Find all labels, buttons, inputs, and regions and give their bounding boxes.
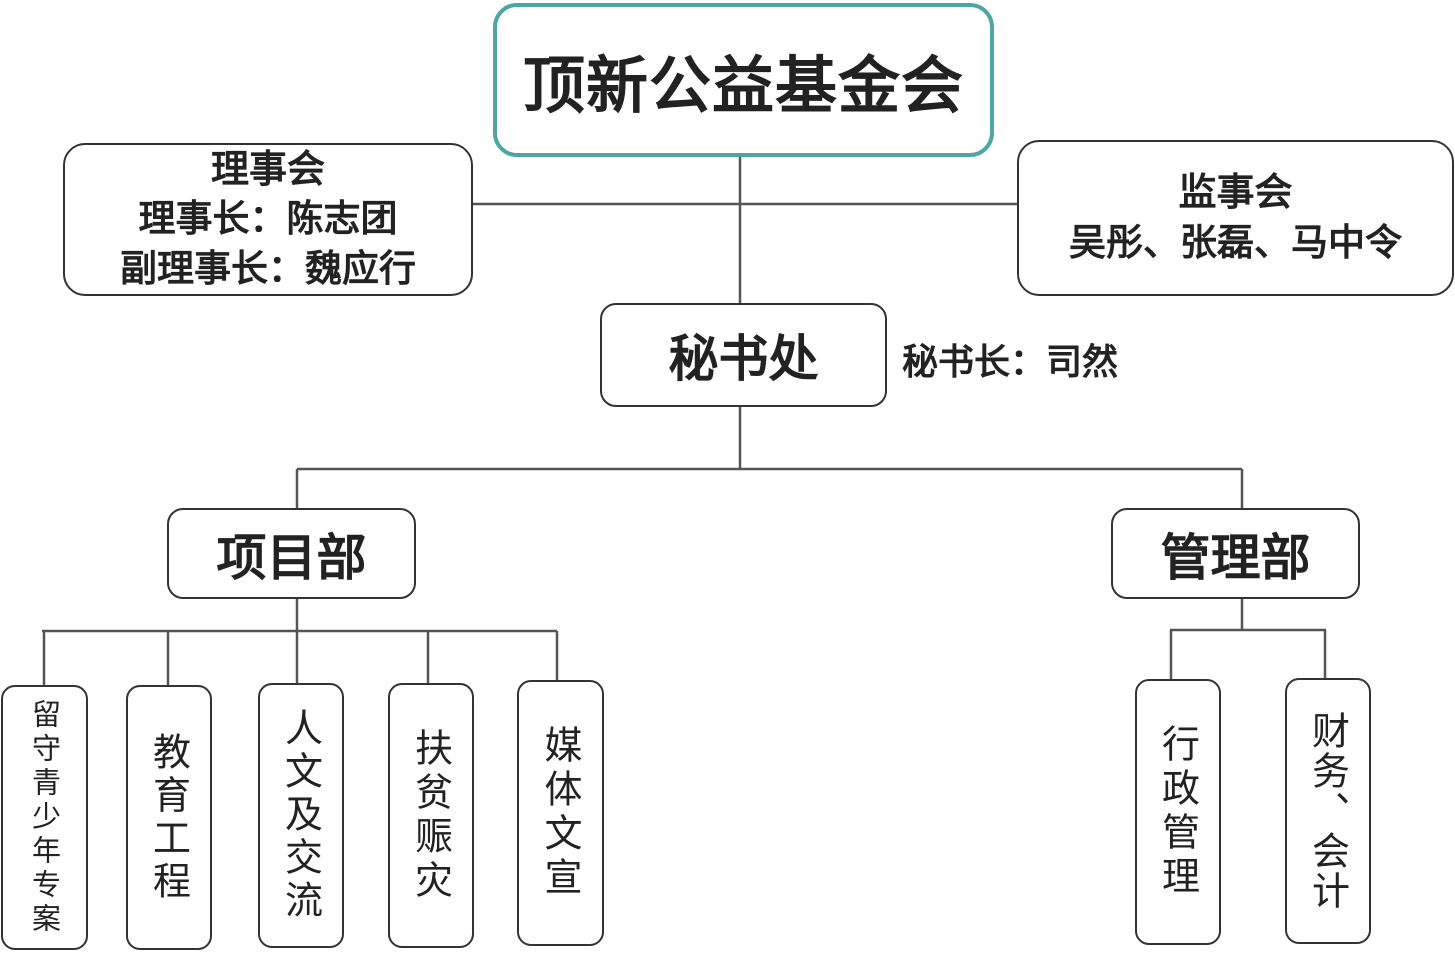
admin-unit-label: 财务、会计: [1305, 711, 1350, 911]
admin-dept-node: 管理部: [1111, 508, 1360, 599]
board-title: 理事会: [210, 146, 325, 191]
secretariat-node: 秘书处: [600, 303, 887, 407]
project-unit-label: 扶贫赈灾: [408, 727, 453, 904]
supervisors-node: 监事会 吴彤、张磊、马中令: [1017, 140, 1454, 296]
secretary-general-label: 秘书长：司然: [902, 342, 1119, 383]
project-unit-humanities: 人文及交流: [258, 683, 344, 948]
root-node: 顶新公益基金会: [493, 3, 994, 157]
project-unit-label: 人文及交流: [278, 708, 323, 923]
project-unit-education: 教育工程: [126, 685, 212, 950]
project-unit-media: 媒体文宣: [517, 680, 604, 946]
project-unit-poverty-relief: 扶贫赈灾: [388, 683, 474, 948]
supervisors-members: 吴彤、张磊、马中令: [1069, 220, 1402, 264]
admin-unit-finance: 财务、会计: [1285, 678, 1371, 944]
project-unit-label: 媒体文宣: [538, 725, 582, 901]
supervisors-title: 监事会: [1178, 170, 1293, 215]
admin-unit-administration: 行政管理: [1135, 679, 1221, 945]
admin-dept-title: 管理部: [1160, 528, 1311, 587]
project-unit-label: 留守青少年专案: [27, 698, 62, 937]
secretariat-title: 秘书处: [668, 330, 819, 388]
board-node: 理事会 理事长：陈志团 副理事长：魏应行: [63, 143, 473, 296]
project-unit-label: 教育工程: [146, 731, 191, 904]
root-title: 顶新公益基金会: [522, 49, 964, 122]
board-vice-chair: 副理事长：魏应行: [120, 247, 416, 291]
admin-unit-label: 行政管理: [1155, 724, 1200, 900]
project-dept-title: 项目部: [216, 528, 367, 587]
board-chair: 理事长：陈志团: [138, 197, 398, 241]
project-dept-node: 项目部: [167, 508, 416, 599]
project-unit-left-behind-youth: 留守青少年专案: [1, 685, 88, 950]
